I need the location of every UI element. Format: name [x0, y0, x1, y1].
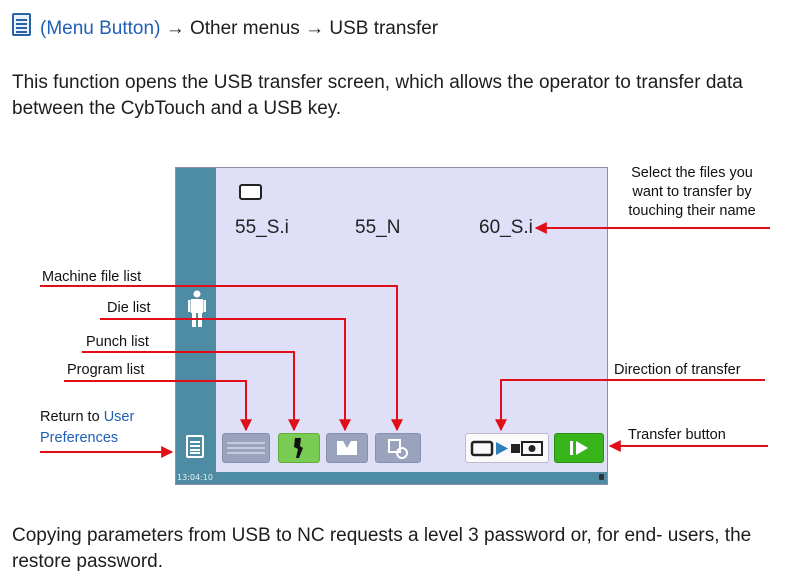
lock-icon: [599, 474, 604, 480]
menu-button-icon: [12, 13, 31, 36]
callout-select-files-line: touching their name: [628, 203, 756, 219]
user-preferences-link[interactable]: Preferences: [40, 430, 119, 446]
description-line-1: This function opens the USB transfer scr…: [12, 72, 743, 93]
machine-file-icon: [388, 439, 408, 459]
punch-list-button[interactable]: [278, 433, 320, 463]
breadcrumb-usb-transfer: USB transfer: [329, 18, 439, 39]
callout-direction: Direction of transfer: [614, 362, 741, 378]
callout-return: Return to User Preferences: [40, 407, 134, 449]
usb-transfer-screen: 55_S.i 55_N 60_S.i: [175, 167, 608, 485]
arrow-direction: [495, 379, 765, 432]
program-list-button[interactable]: [222, 433, 270, 463]
sidebar: [176, 168, 216, 474]
footer-line-2: restore password.: [12, 551, 164, 572]
breadcrumb-arrow: →: [305, 18, 325, 39]
description-line-2: between the CybTouch and a USB key.: [12, 98, 342, 119]
file-name-55-n[interactable]: 55_N: [355, 217, 401, 238]
machine-file-list-button[interactable]: [375, 433, 421, 463]
callout-die-list: Die list: [107, 300, 151, 316]
die-icon: [337, 441, 357, 455]
status-bar: 13:04:10: [176, 472, 607, 484]
callout-select-files-line: want to transfer by: [632, 184, 752, 200]
callout-program-list: Program list: [67, 362, 145, 378]
die-list-button[interactable]: [326, 433, 368, 463]
callout-select-files: Select the files you want to transfer by…: [612, 164, 772, 221]
callout-transfer-button: Transfer button: [628, 427, 726, 443]
file-name-60-s[interactable]: 60_S.i: [479, 217, 533, 238]
file-name-55-s[interactable]: 55_S.i: [235, 217, 289, 238]
breadcrumb: (Menu Button) → Other menus → USB transf…: [40, 16, 438, 42]
arrow-program-list: [64, 380, 252, 432]
punch-icon: [294, 438, 303, 458]
callout-select-files-line: Select the files you: [631, 165, 753, 181]
callout-return-prefix: Return to: [40, 409, 100, 425]
menu-button[interactable]: [186, 435, 204, 458]
transfer-button[interactable]: [554, 433, 604, 463]
arrow-punch-list: [82, 351, 300, 432]
callout-punch-list: Punch list: [86, 334, 149, 350]
direction-of-transfer-button[interactable]: [465, 433, 549, 463]
clock: 13:04:10: [177, 473, 213, 482]
play-icon: [570, 441, 588, 455]
callout-machine-file-list: Machine file list: [42, 269, 142, 285]
breadcrumb-arrow: →: [165, 18, 185, 39]
arrow-machine-file-list: [40, 285, 403, 432]
footer-line-1: Copying parameters from USB to NC reques…: [12, 525, 752, 546]
arrow-die-list: [100, 318, 351, 432]
user-preferences-link[interactable]: User: [103, 409, 135, 425]
usb-key-icon: [239, 184, 262, 200]
breadcrumb-other-menus: Other menus: [189, 18, 300, 39]
program-list-icon: [227, 442, 265, 454]
menu-button-link[interactable]: (Menu Button): [40, 18, 161, 39]
direction-icon: [470, 440, 543, 457]
